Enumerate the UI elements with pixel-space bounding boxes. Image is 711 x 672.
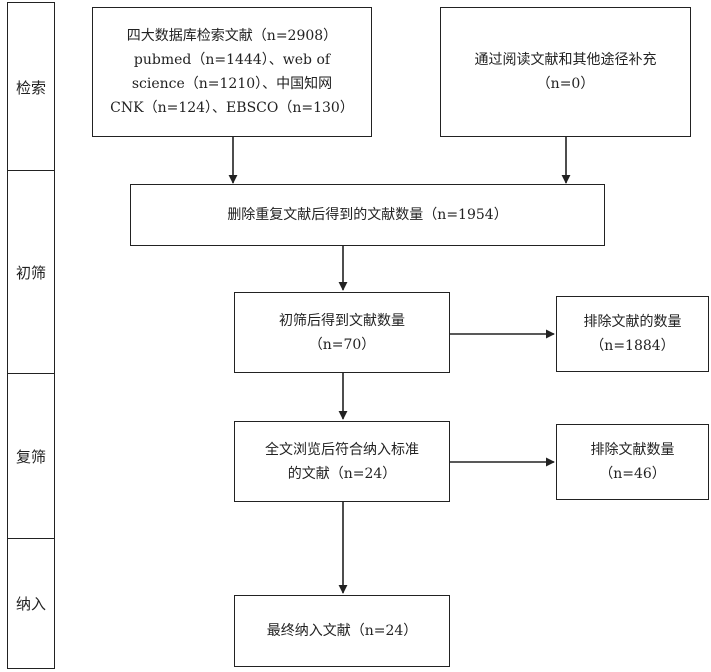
stage-label-eligibility: 复筛 (15, 448, 46, 466)
excluded-screening-line-2: （n=1884） (590, 338, 675, 354)
database-search-line-1: 四大数据库检索文献（n=2908） (126, 28, 338, 44)
stage-included: 纳入 (7, 538, 55, 669)
deduplicated-line-1: 删除重复文献后得到的文献数量（n=1954） (227, 207, 508, 223)
box-screened: 初筛后得到文献数量 （n=70） (234, 292, 450, 373)
stage-eligibility: 复筛 (7, 373, 55, 540)
box-deduplicated: 删除重复文献后得到的文献数量（n=1954） (130, 184, 605, 246)
other-sources-line-1: 通过阅读文献和其他途径补充 (474, 52, 657, 68)
database-search-line-3: science（n=1210）、中国知网 (131, 76, 333, 92)
box-other-sources: 通过阅读文献和其他途径补充 （n=0） (440, 7, 691, 137)
other-sources-line-2: （n=0） (536, 76, 595, 92)
excluded-screening-line-1: 排除文献的数量 (583, 314, 682, 330)
box-final-included: 最终纳入文献（n=24） (234, 595, 450, 667)
excluded-fulltext-line-1: 排除文献数量 (590, 442, 675, 458)
box-fulltext-eligible: 全文浏览后符合纳入标准 的文献（n=24） (234, 421, 450, 502)
database-search-line-4: CNK（n=124）、EBSCO（n=130） (110, 100, 354, 116)
box-excluded-screening: 排除文献的数量 （n=1884） (556, 296, 709, 372)
excluded-fulltext-line-2: （n=46） (599, 466, 666, 482)
stage-label-included: 纳入 (15, 595, 46, 613)
stage-screening: 初筛 (7, 170, 55, 375)
stage-label-screening: 初筛 (15, 264, 46, 282)
box-database-search: 四大数据库检索文献（n=2908） pubmed（n=1444）、web of … (92, 7, 372, 137)
screened-line-2: （n=70） (308, 336, 376, 353)
stage-label-identification: 检索 (15, 78, 46, 97)
stage-identification: 检索 (7, 2, 55, 172)
fulltext-line-2: 的文献（n=24） (287, 465, 397, 482)
box-excluded-fulltext: 排除文献数量 （n=46） (556, 424, 709, 500)
final-included-line-1: 最终纳入文献（n=24） (266, 623, 418, 639)
fulltext-line-1: 全文浏览后符合纳入标准 (265, 441, 419, 458)
screened-line-1: 初筛后得到文献数量 (279, 312, 405, 329)
database-search-line-2: pubmed（n=1444）、web of (133, 52, 331, 68)
